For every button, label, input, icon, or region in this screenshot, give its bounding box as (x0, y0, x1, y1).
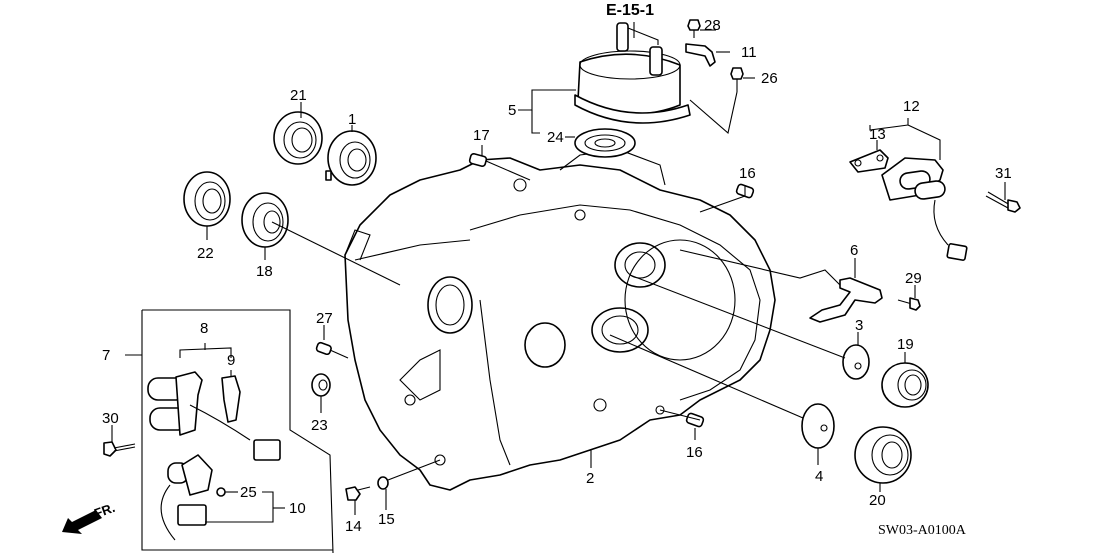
callout-4[interactable]: 4 (815, 468, 824, 485)
pipe-6[interactable] (809, 277, 883, 323)
bolt-29[interactable] (897, 297, 921, 311)
callout-20[interactable]: 20 (869, 492, 886, 509)
callout-24[interactable]: 24 (547, 129, 564, 146)
callout-31[interactable]: 31 (995, 165, 1012, 182)
bearing-18[interactable] (241, 192, 289, 248)
oil-cooler[interactable] (574, 22, 691, 158)
front-direction-arrow-icon (62, 510, 102, 534)
callout-16-top[interactable]: 16 (739, 165, 756, 182)
callout-27[interactable]: 27 (316, 310, 333, 327)
callout-2[interactable]: 2 (586, 470, 595, 487)
callout-29[interactable]: 29 (905, 270, 922, 287)
solenoid-10[interactable] (160, 454, 213, 541)
callout-21[interactable]: 21 (290, 87, 307, 104)
callout-9[interactable]: 9 (227, 352, 236, 369)
gasket-13[interactable] (849, 149, 889, 173)
callout-11[interactable]: 11 (741, 44, 757, 61)
callout-5[interactable]: 5 (508, 102, 517, 119)
callout-28[interactable]: 28 (704, 17, 721, 34)
callout-7[interactable]: 7 (102, 347, 111, 364)
o-ring-25[interactable] (216, 487, 226, 497)
dowel-pin-27[interactable] (315, 341, 332, 356)
solenoid-12[interactable] (881, 157, 968, 261)
diagram-code: SW03-A0100A (878, 523, 966, 538)
callout-10[interactable]: 10 (289, 500, 306, 517)
reference-label[interactable]: E-15-1 (606, 2, 655, 19)
callout-18[interactable]: 18 (256, 263, 273, 280)
callout-13[interactable]: 13 (869, 126, 886, 143)
cap-3[interactable] (842, 344, 870, 380)
bolt-30[interactable] (103, 441, 136, 457)
callout-8[interactable]: 8 (200, 320, 209, 337)
callout-14[interactable]: 14 (345, 518, 362, 535)
dowel-pin-16-bottom[interactable] (685, 412, 705, 428)
dowel-pin-17[interactable] (468, 152, 488, 168)
callout-12[interactable]: 12 (903, 98, 920, 115)
oil-seal-21[interactable] (273, 111, 323, 165)
drain-bolt-14[interactable] (345, 486, 371, 501)
clamp-11[interactable] (685, 43, 716, 67)
callout-26[interactable]: 26 (761, 70, 778, 87)
callout-19[interactable]: 19 (897, 336, 914, 353)
oil-seal-22[interactable] (183, 171, 231, 227)
callout-15[interactable]: 15 (378, 511, 395, 528)
magnet-23[interactable] (311, 373, 331, 397)
callout-3[interactable]: 3 (855, 317, 864, 334)
cap-4[interactable] (801, 403, 835, 449)
callout-22[interactable]: 22 (197, 245, 214, 262)
leader-lines (111, 22, 1006, 523)
bolt-26[interactable] (730, 67, 744, 92)
bearing-20[interactable] (854, 426, 912, 484)
solenoid-assembly-7[interactable] (141, 309, 334, 553)
transmission-housing[interactable] (344, 149, 776, 491)
callout-1[interactable]: 1 (348, 111, 357, 128)
gasket-9[interactable] (221, 375, 241, 423)
callout-17[interactable]: 17 (473, 127, 490, 144)
callout-23[interactable]: 23 (311, 417, 328, 434)
callout-25[interactable]: 25 (240, 484, 257, 501)
washer-15[interactable] (377, 476, 389, 490)
bearing-19[interactable] (881, 362, 929, 408)
callout-6[interactable]: 6 (850, 242, 859, 259)
callout-30[interactable]: 30 (102, 410, 119, 427)
bolt-31[interactable] (985, 191, 1021, 213)
bearing-1[interactable] (325, 130, 377, 186)
callout-16-bottom[interactable]: 16 (686, 444, 703, 461)
bolt-28[interactable] (687, 19, 701, 38)
